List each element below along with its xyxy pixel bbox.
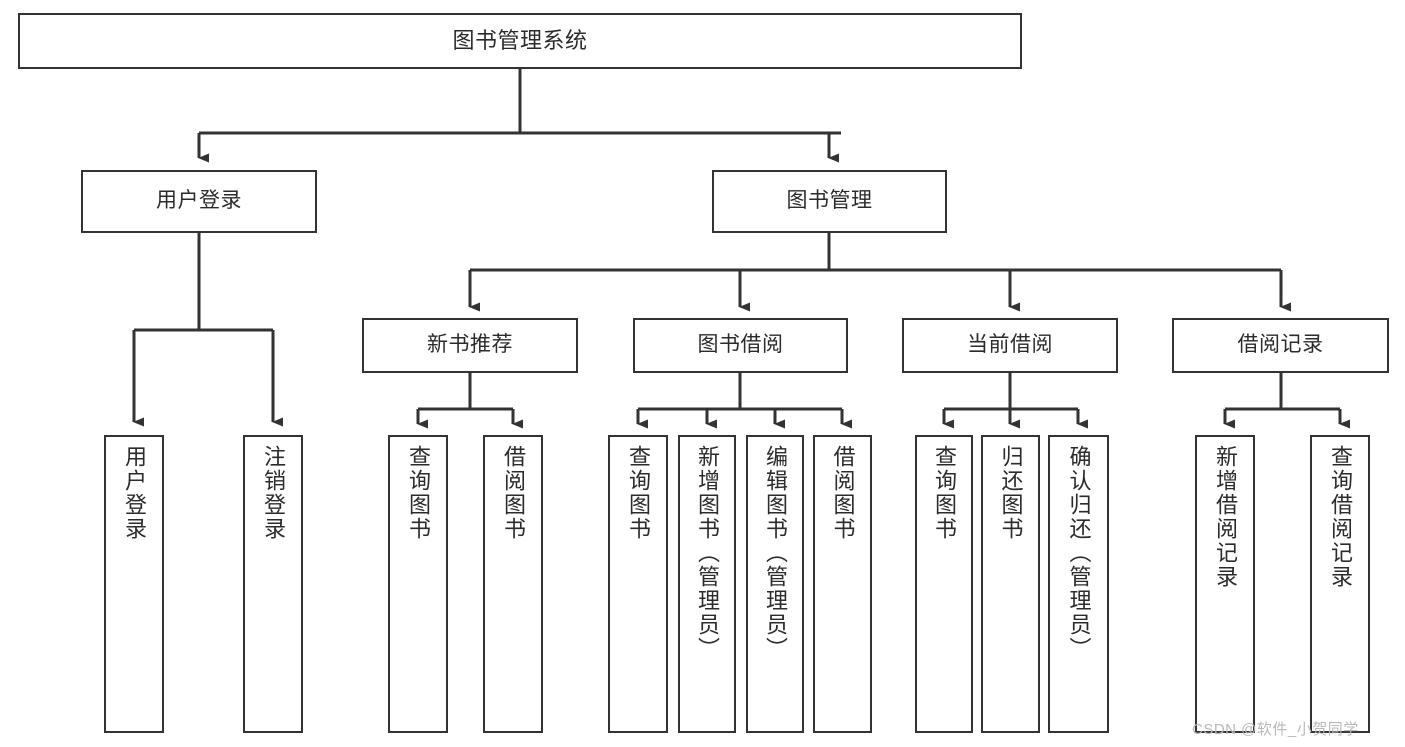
leaf-confirm-return-admin[interactable]: 确认归还（管理员）	[1048, 435, 1109, 733]
node-label: 用户登录	[122, 445, 147, 541]
node-label: 确认归还（管理员）	[1066, 445, 1092, 661]
leaf-add-book-admin[interactable]: 新增图书（管理员）	[678, 435, 736, 733]
edges-borrow-to-leaves	[636, 373, 852, 429]
leaf-query-books-current[interactable]: 查询图书	[915, 435, 973, 733]
node-label: 图书管理系统	[452, 28, 588, 54]
leaf-edit-book-admin[interactable]: 编辑图书（管理员）	[746, 435, 804, 733]
node-new-book-recommendation[interactable]: 新书推荐	[362, 318, 578, 373]
node-label: 归还图书	[998, 445, 1024, 541]
node-user-login[interactable]: 用户登录	[81, 170, 317, 233]
leaf-borrow-books-borrowing[interactable]: 借阅图书	[813, 435, 872, 733]
node-label: 当前借阅	[967, 333, 1053, 357]
csdn-watermark: CSDN @软件_小贺同学	[1192, 721, 1359, 738]
node-current-borrowing[interactable]: 当前借阅	[902, 318, 1118, 373]
node-label: 查询图书	[406, 445, 431, 541]
node-label: 查询图书	[932, 445, 957, 541]
edges-current-to-leaves	[942, 373, 1088, 429]
node-label: 借阅记录	[1237, 333, 1324, 357]
leaf-return-books[interactable]: 归还图书	[981, 435, 1040, 733]
leaf-query-borrow-record[interactable]: 查询借阅记录	[1310, 435, 1370, 733]
leaf-borrow-books-recommendation[interactable]: 借阅图书	[483, 435, 543, 733]
leaf-query-books-borrowing[interactable]: 查询图书	[608, 435, 668, 733]
node-label: 新增图书（管理员）	[695, 445, 720, 661]
node-label: 图书管理	[786, 189, 873, 213]
edges-newbook-to-leaves	[416, 373, 523, 429]
edges-record-to-leaves	[1223, 373, 1350, 429]
node-label: 注销登录	[261, 445, 286, 541]
node-label: 查询借阅记录	[1328, 445, 1353, 589]
node-label: 编辑图书（管理员）	[763, 445, 788, 661]
leaf-logout[interactable]: 注销登录	[243, 435, 303, 733]
node-label: 新书推荐	[427, 333, 513, 357]
edges-bookmgmt-to-level2	[468, 233, 1291, 312]
node-label: 借阅图书	[830, 445, 856, 541]
node-label: 借阅图书	[501, 445, 526, 541]
leaf-add-borrow-record[interactable]: 新增借阅记录	[1195, 435, 1255, 733]
node-label: 图书借阅	[697, 333, 784, 357]
node-label: 新增借阅记录	[1213, 445, 1238, 589]
node-book-management[interactable]: 图书管理	[712, 170, 947, 233]
node-root-system[interactable]: 图书管理系统	[18, 13, 1022, 69]
node-book-borrowing[interactable]: 图书借阅	[633, 318, 848, 373]
node-label: 用户登录	[156, 189, 242, 213]
edges-login-to-leaves	[132, 233, 283, 427]
node-label: 查询图书	[626, 445, 651, 541]
leaf-user-login[interactable]: 用户登录	[104, 435, 164, 733]
node-borrow-records[interactable]: 借阅记录	[1172, 318, 1389, 373]
leaf-query-books-recommendation[interactable]: 查询图书	[388, 435, 448, 733]
edges-root-to-level1	[197, 69, 841, 163]
